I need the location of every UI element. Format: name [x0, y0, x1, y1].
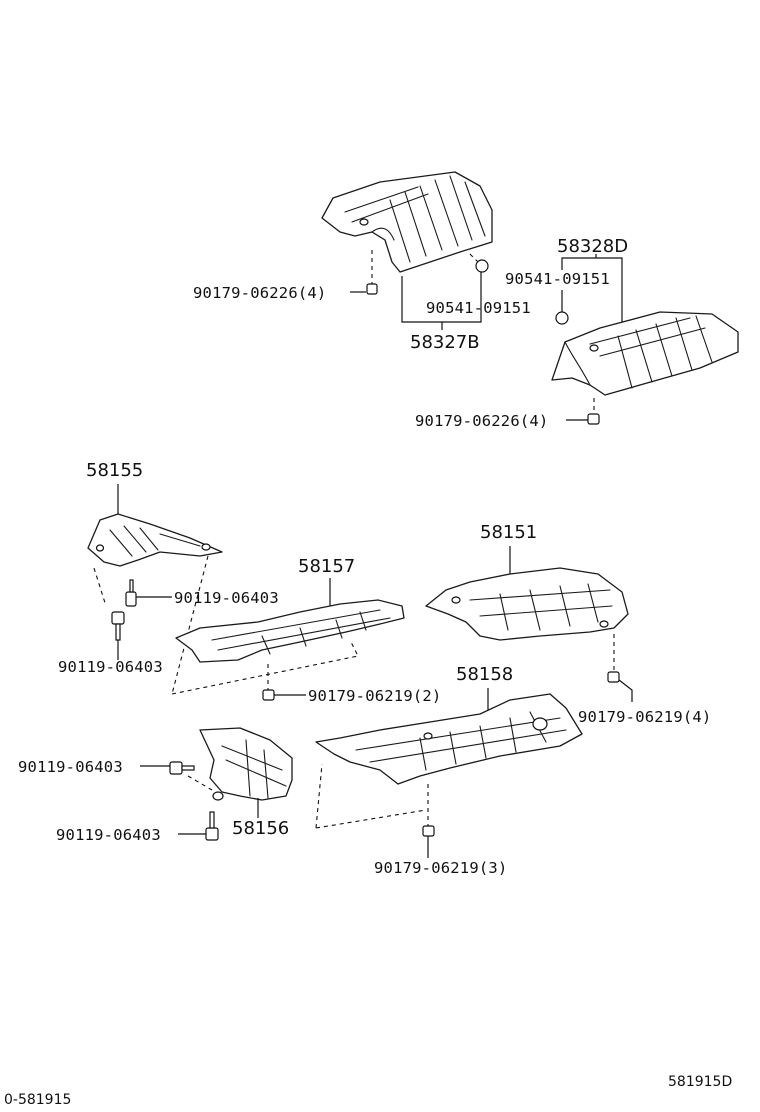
heat-insulator-58156 — [199, 727, 293, 801]
nut-90179-06219-3-label: 90179-06219(3) — [374, 859, 507, 877]
clip-90541-09151-b-label: 90541-09151 — [505, 270, 610, 288]
heat-insulator-58155 — [87, 513, 223, 567]
heat-insulator-58158 — [315, 693, 583, 785]
nut-90179-06219-4 — [607, 671, 620, 683]
heat-insulator-58327b — [321, 171, 493, 273]
part-58156-label: 58156 — [232, 818, 289, 839]
reference-code: 0-581915 — [4, 1092, 71, 1108]
nut-90179-06219-2 — [262, 689, 275, 701]
bolt-90119-06403-c-label: 90119-06403 — [18, 758, 123, 776]
clip-90541-09151-a-label: 90541-09151 — [426, 299, 531, 317]
bolt-90119-06403-d-label: 90119-06403 — [56, 826, 161, 844]
part-58155-label: 58155 — [86, 460, 143, 481]
nut-90179-06226-b — [587, 413, 600, 425]
nut-90179-06226-a-label: 90179-06226(4) — [193, 284, 326, 302]
heat-insulator-58157 — [175, 599, 405, 663]
nut-90179-06219-2-label: 90179-06219(2) — [308, 687, 441, 705]
part-58158-label: 58158 — [456, 664, 513, 685]
part-58327b-label: 58327B — [410, 332, 480, 353]
bolt-90119-06403-b-label: 90119-06403 — [58, 658, 163, 676]
clip-90541-09151-b — [555, 311, 569, 325]
heat-insulator-58151 — [425, 567, 629, 641]
part-58157-label: 58157 — [298, 556, 355, 577]
clip-90541-09151-a — [475, 259, 489, 273]
figure-code: 581915D — [668, 1074, 732, 1090]
bolt-90119-06403-d — [205, 811, 219, 841]
heat-insulator-58328d — [551, 311, 739, 396]
part-58151-label: 58151 — [480, 522, 537, 543]
bolt-90119-06403-a — [125, 579, 137, 607]
bolt-90119-06403-c — [169, 761, 195, 775]
bolt-90119-06403-a-label: 90119-06403 — [174, 589, 279, 607]
nut-90179-06219-3 — [422, 825, 435, 837]
bolt-90119-06403-b — [111, 611, 125, 641]
nut-90179-06226-b-label: 90179-06226(4) — [415, 412, 548, 430]
part-58328d-label: 58328D — [557, 236, 628, 257]
nut-90179-06226-a — [366, 283, 378, 295]
nut-90179-06219-4-label: 90179-06219(4) — [578, 708, 711, 726]
